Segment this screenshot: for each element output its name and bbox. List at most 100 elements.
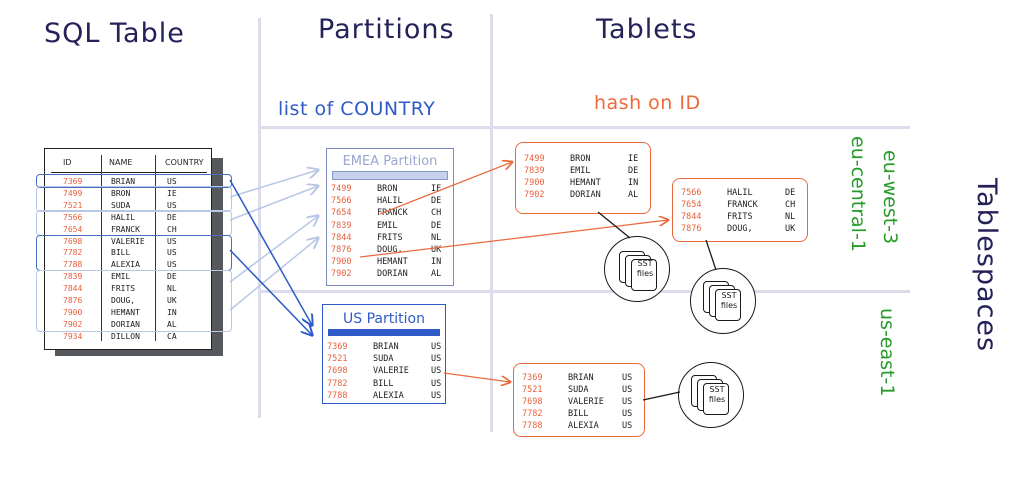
- row-id: 7902: [63, 319, 83, 329]
- arrow-sql-to-us: [229, 179, 312, 325]
- row-name: SUDA: [568, 385, 589, 395]
- row-id: 7782: [327, 378, 348, 389]
- row-country: UK: [785, 224, 796, 234]
- subheading-partitioning: list of COUNTRY: [278, 98, 436, 120]
- row-id: 7521: [327, 354, 348, 365]
- row-id: 7788: [522, 421, 543, 431]
- row-name: BRIAN: [568, 373, 594, 383]
- arrow-us-to-tablet-3: [443, 372, 510, 382]
- row-id: 7839: [63, 272, 83, 282]
- tablet-us-1-row: 7521 SUDA US: [522, 384, 642, 396]
- row-country: US: [622, 385, 633, 395]
- row-country: DE: [431, 196, 442, 207]
- row-divider-top: [258, 126, 910, 129]
- sql-table-row: 7839 EMIL DE: [51, 271, 207, 283]
- row-country: NL: [785, 212, 796, 222]
- row-country: DE: [785, 188, 796, 198]
- arrow-sql-to-emea: [229, 238, 318, 311]
- row-name: SUDA: [373, 354, 394, 365]
- row-country: US: [167, 177, 177, 186]
- row-name: ALEXIA: [568, 421, 599, 431]
- row-id: 7876: [331, 245, 352, 255]
- row-id: 7782: [63, 248, 83, 258]
- row-name: DORIAN: [111, 319, 140, 329]
- row-id: 7902: [331, 269, 352, 280]
- row-name: HALIL: [111, 212, 136, 222]
- row-name: BILL: [568, 409, 589, 419]
- row-name: FRITS: [111, 284, 136, 294]
- column-header-name: NAME: [109, 158, 133, 167]
- row-id: 7499: [63, 188, 83, 198]
- arrow-sql-to-emea: [229, 216, 318, 283]
- row-id: 7844: [63, 284, 83, 294]
- row-id: 7566: [331, 196, 352, 207]
- row-name: BRIAN: [111, 177, 136, 186]
- row-country: IE: [167, 188, 177, 198]
- sql-table-header: ID NAME COUNTRY: [51, 158, 207, 173]
- connector-tablet-2-sst: [705, 239, 717, 271]
- row-name: SUDA: [111, 200, 131, 210]
- row-id: 7369: [327, 342, 348, 352]
- row-name: EMIL: [111, 272, 131, 282]
- row-country: DE: [628, 166, 639, 176]
- sst-card-front: [631, 259, 657, 291]
- emea-partition-title: EMEA Partition: [342, 154, 438, 169]
- row-country: US: [167, 260, 177, 270]
- row-name: FRITS: [727, 212, 753, 222]
- row-name: HEMANT: [570, 178, 601, 188]
- tablet-us-1-row: 7782 BILL US: [522, 408, 642, 420]
- connector-tablet-3-sst: [642, 391, 681, 401]
- row-country: DE: [167, 272, 177, 282]
- row-country: IN: [167, 307, 177, 317]
- row-name: VALERIE: [111, 236, 145, 246]
- row-id: 7782: [522, 409, 543, 419]
- row-country: US: [431, 354, 442, 365]
- row-country: US: [167, 200, 177, 210]
- row-name: BRON: [570, 154, 591, 164]
- row-country: CH: [167, 224, 177, 234]
- row-id: 7654: [681, 200, 702, 210]
- sst-card-front: [703, 383, 729, 415]
- row-name: DILLON: [111, 331, 140, 341]
- row-name: BRON: [377, 184, 398, 194]
- row-country: US: [622, 373, 633, 383]
- row-country: IE: [628, 154, 639, 164]
- row-id: 7900: [331, 257, 352, 268]
- row-id: 7698: [522, 397, 543, 407]
- row-country: CH: [785, 200, 796, 210]
- arrow-emea-to-tablet-1: [379, 162, 512, 215]
- row-id: 7788: [63, 260, 83, 270]
- row-country: US: [622, 409, 633, 419]
- row-name: FRANCK: [377, 208, 408, 219]
- row-id: 7521: [522, 385, 543, 395]
- row-country: IN: [628, 178, 639, 188]
- row-id: 7876: [681, 224, 702, 234]
- row-country: UK: [167, 296, 177, 305]
- row-id: 7788: [327, 390, 348, 401]
- row-name: FRANCK: [111, 224, 140, 234]
